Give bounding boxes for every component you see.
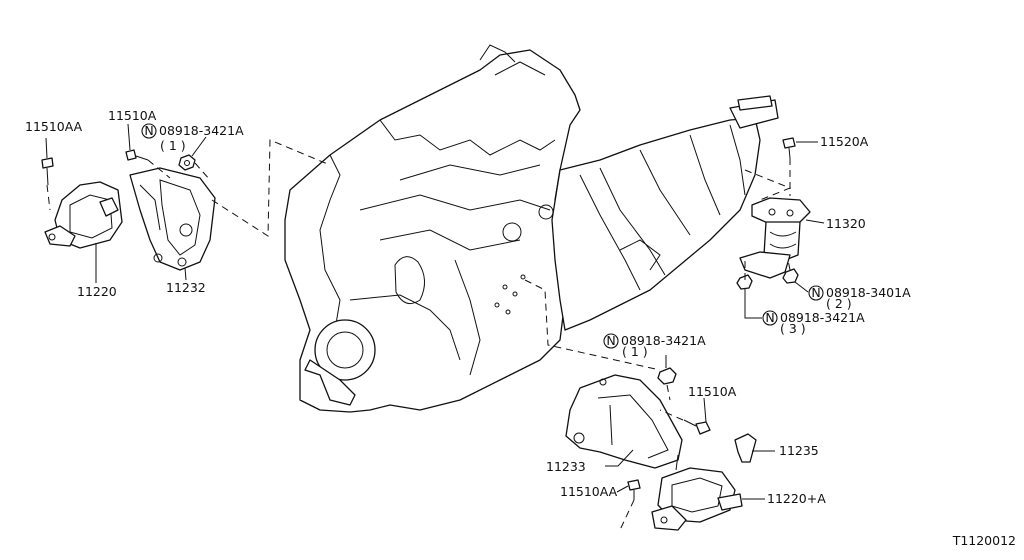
label-qty-bottom: ( 1 ) <box>622 344 648 359</box>
assembly-lines <box>46 139 792 531</box>
transmission <box>551 95 779 331</box>
label-11520A: 11520A <box>820 134 869 149</box>
nut-symbol-3421A-right: N <box>762 310 778 326</box>
engine-mount-bracket-11232 <box>129 167 216 271</box>
label-11232: 11232 <box>166 280 206 295</box>
label-08918-3401A: 08918-3401A <box>826 285 911 300</box>
heat-insulator-11235 <box>734 433 757 463</box>
label-08918-3421A-bottom: 08918-3421A <box>621 333 706 348</box>
bolt-11510A-left <box>125 149 149 161</box>
svg-text:N: N <box>144 123 153 138</box>
svg-text:N: N <box>765 310 774 325</box>
nut-08918-3421A-right <box>736 274 753 290</box>
bolt-11510AA-bottom <box>627 479 641 500</box>
svg-text:N: N <box>811 285 820 300</box>
label-11510AA-left: 11510AA <box>25 119 83 134</box>
label-11510AA-bottom: 11510AA <box>560 484 618 499</box>
engine-mount-insulator-11220 <box>44 181 123 249</box>
label-qty-3421A-right: ( 3 ) <box>780 321 806 336</box>
label-11220A: 11220+A <box>767 491 826 506</box>
nut-symbol-left: N <box>141 123 157 139</box>
diagram-code: T1120012 <box>952 533 1016 548</box>
engine-block <box>284 44 581 413</box>
svg-text:N: N <box>606 333 615 348</box>
label-11320: 11320 <box>826 216 866 231</box>
nut-symbol-bottom: N <box>603 333 619 349</box>
nut-08918-3421A-bottom <box>657 367 677 385</box>
bolt-11510A-bottom <box>683 419 711 435</box>
label-11235: 11235 <box>779 443 819 458</box>
engine-mount-insulator-11220A <box>651 454 743 531</box>
nut-08918-3421A-left <box>178 154 196 171</box>
bolt-11510AA-left <box>41 157 54 186</box>
bolt-11520A <box>782 137 796 159</box>
nut-symbol-3401A: N <box>808 285 824 301</box>
label-11510A-left: 11510A <box>108 108 157 123</box>
leader-lines <box>45 123 825 500</box>
label-08918-3421A-right: 08918-3421A <box>780 310 865 325</box>
rear-engine-mount-11320 <box>739 197 811 279</box>
label-qty-left: ( 1 ) <box>160 138 186 153</box>
label-11510A-bottom: 11510A <box>688 384 737 399</box>
label-08918-3421A-left: 08918-3421A <box>159 123 244 138</box>
label-qty-3401A: ( 2 ) <box>826 296 852 311</box>
label-11233: 11233 <box>546 459 586 474</box>
label-11220: 11220 <box>77 284 117 299</box>
engine-mount-bracket-11233 <box>565 374 683 469</box>
part-labels: 11510AA 11510A 08918-3421A ( 1 ) 11220 1… <box>25 108 1016 548</box>
